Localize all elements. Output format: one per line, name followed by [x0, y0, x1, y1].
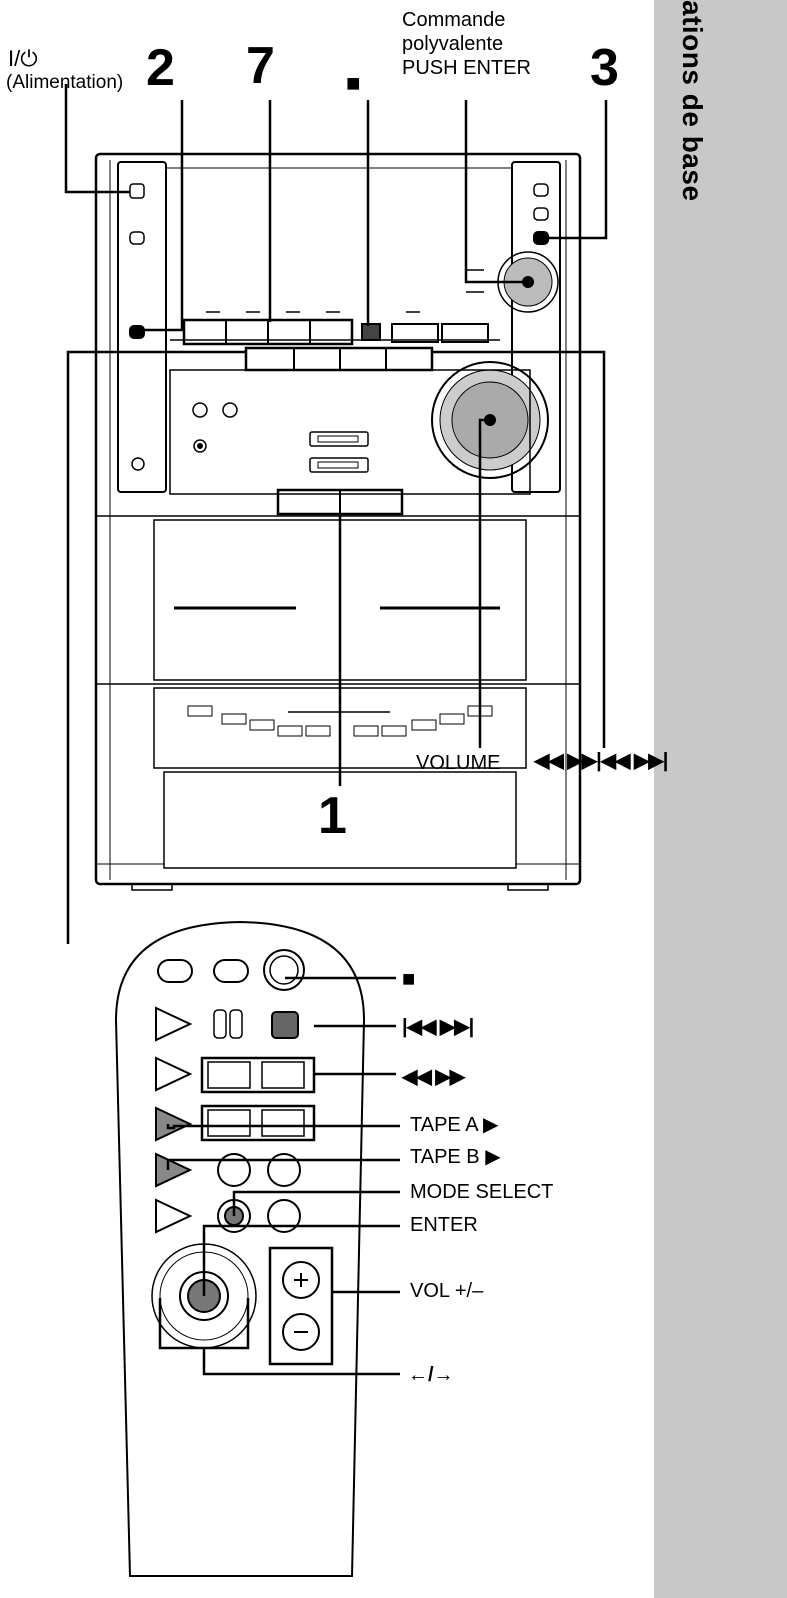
- remote-stop-label: ■: [402, 966, 416, 991]
- remote-arrows-label: ←/→: [408, 1364, 454, 1386]
- remote-tape-a-label: TAPE A ▶: [410, 1114, 499, 1136]
- remote-enter-label: ENTER: [410, 1214, 478, 1236]
- remote-tape-b-label: TAPE B ▶: [410, 1146, 501, 1168]
- remote-control-drawing: [114, 920, 366, 1577]
- multi-control-line1: Commande: [402, 9, 506, 31]
- power-symbol: I/⏻: [8, 46, 38, 71]
- power-label: (Alimentation): [6, 72, 124, 93]
- section-sidebar: [654, 0, 787, 1598]
- step-7-label: 7: [246, 37, 275, 95]
- multi-control-line2: polyvalente: [402, 33, 504, 55]
- remote-skip-label: |◀◀ ▶▶|: [402, 1016, 474, 1038]
- step-3-label: 3: [590, 39, 619, 97]
- stereo-illustration: [64, 84, 608, 1577]
- stereo-unit-drawing: [94, 152, 582, 891]
- step-2-label: 2: [146, 39, 175, 97]
- section-title: ations de base: [677, 0, 708, 202]
- remote-mode-select-label: MODE SELECT: [410, 1181, 554, 1203]
- step-1-label: 1: [318, 787, 347, 845]
- unit-leader-lines: [64, 84, 608, 944]
- remote-rewind-ff-label: ◀◀ ▶▶: [402, 1066, 465, 1088]
- stop-symbol-label: ■: [346, 70, 361, 97]
- remote-vol-label: VOL +/–: [410, 1280, 484, 1302]
- remote-leader-lines: [158, 976, 400, 1376]
- multi-control-line3: PUSH ENTER: [402, 57, 531, 79]
- volume-symbols-label: ◀◀ ▶▶|◀◀ ▶▶|: [534, 750, 668, 772]
